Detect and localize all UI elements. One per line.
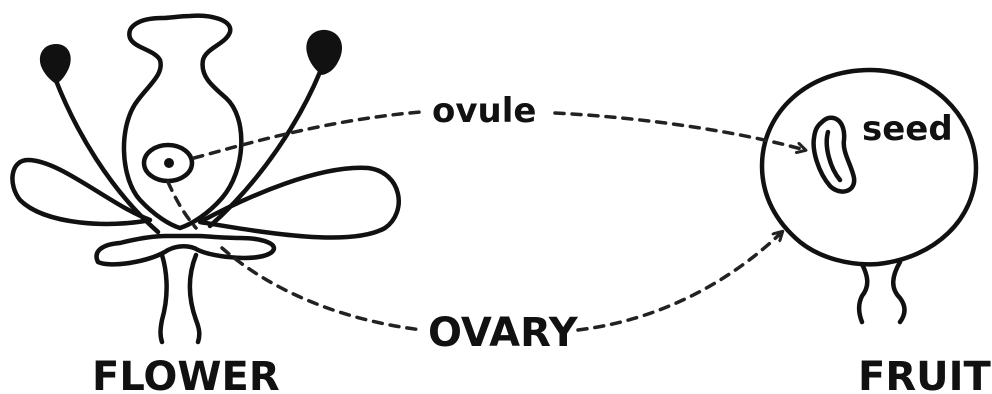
flower-left-petal (10, 157, 153, 227)
fruit-body (759, 67, 979, 267)
ovule-label: ovule (432, 91, 536, 131)
flower-receptacle (94, 233, 277, 267)
seed-label: seed (862, 109, 953, 149)
flower-pistil (121, 13, 244, 231)
fruit-illustration (759, 67, 979, 325)
fruit-label: FRUIT (858, 354, 991, 394)
flower-stem (158, 252, 202, 345)
flower-right-stamen-filament (207, 69, 323, 229)
flower-ovary-pointer (166, 180, 198, 230)
flower-ovule-nucleus (164, 158, 174, 168)
flower-left-anther (39, 44, 71, 84)
ovule-to-seed-arrow (192, 110, 805, 158)
flower-illustration (10, 13, 401, 345)
ovary-to-fruit-arrow (220, 232, 782, 332)
flower-label: FLOWER (92, 354, 280, 394)
flower-right-petal (197, 165, 401, 240)
fruit-seed (811, 115, 857, 194)
fruit-stalk (856, 259, 907, 325)
flower-right-anther (306, 29, 342, 75)
ovary-label: OVARY (428, 310, 579, 356)
fruit-seed-inner (824, 129, 843, 183)
flower-left-stamen-filament (52, 75, 161, 235)
